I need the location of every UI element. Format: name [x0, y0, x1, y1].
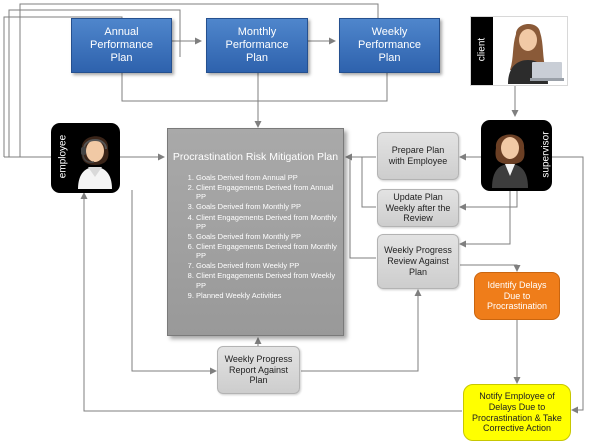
client-label: client: [476, 37, 488, 62]
weekly-report-label: Weekly Progress Report Against Plan: [224, 353, 293, 386]
employee-headset-icon: [78, 136, 112, 189]
notify-employee-label: Notify Employee of Delays Due to Procras…: [472, 390, 562, 434]
mitigation-item: Goals Derived from Annual PP: [196, 173, 337, 182]
mitigation-plan-title: Procrastination Risk Mitigation Plan: [172, 151, 339, 163]
weekly-review-label: Weekly Progress Review Against Plan: [384, 245, 452, 277]
mitigation-item: Client Engagements Derived from Annual P…: [196, 183, 337, 201]
update-plan-box: Update Plan Weekly after the Review: [377, 189, 459, 227]
mitigation-item: Goals Derived from Monthly PP: [196, 202, 337, 211]
annual-feed: [121, 72, 258, 102]
update-rail: [361, 157, 376, 208]
frame-outer: [19, 3, 379, 157]
supervisor-label: supervisor: [540, 131, 552, 178]
identify-delays-label: Identify Delays Due to Procrastination: [486, 279, 548, 312]
client-avatar-icon: [494, 18, 566, 84]
identify-delays-box: Identify Delays Due to Procrastination: [474, 272, 560, 320]
mitigation-item: Goals Derived from Monthly PP: [196, 232, 337, 241]
mitigation-plan-box: Procrastination Risk Mitigation Plan Goa…: [167, 128, 344, 336]
supervisor-to-review: [459, 190, 511, 248]
annual-plan-label: Annual Performance Plan: [90, 25, 153, 65]
supervisor-person-icon: [492, 134, 528, 188]
supervisor-avatar: supervisor: [481, 120, 552, 191]
review-to-identify: [460, 264, 521, 272]
mitigation-item-list: Goals Derived from Annual PP Client Enga…: [168, 173, 343, 300]
weekly-plan-box: Weekly Performance Plan: [339, 18, 440, 73]
employee-label: employee: [57, 134, 69, 179]
weekly-review-box: Weekly Progress Review Against Plan: [377, 234, 459, 289]
supervisor-to-notify: [552, 156, 584, 414]
monthly-plan-label: Monthly Performance Plan: [225, 25, 289, 65]
prepare-plan-box: Prepare Plan with Employee: [377, 132, 459, 180]
mitigation-item: Client Engagements Derived from Monthly …: [196, 213, 337, 231]
client-label-strip: [471, 17, 493, 85]
notify-employee-box: Notify Employee of Delays Due to Procras…: [463, 384, 571, 441]
annual-plan-box: Annual Performance Plan: [71, 18, 172, 73]
supervisor-to-update: [459, 190, 518, 211]
update-plan-label: Update Plan Weekly after the Review: [385, 191, 451, 224]
mitigation-item: Planned Weekly Activities: [196, 291, 337, 300]
report-to-review: [301, 289, 422, 372]
mitigation-item: Goals Derived from Weekly PP: [196, 261, 337, 270]
review-rail: [349, 157, 376, 259]
monthly-plan-box: Monthly Performance Plan: [206, 18, 308, 73]
employee-avatar: employee: [51, 123, 120, 193]
frame-middle: [8, 9, 181, 157]
mitigation-item: Client Engagements Derived from Weekly P…: [196, 271, 337, 289]
weekly-plan-label: Weekly Performance Plan: [358, 25, 421, 65]
client-card: client: [470, 16, 568, 86]
weekly-feed: [258, 72, 388, 102]
prepare-plan-label: Prepare Plan with Employee: [388, 145, 448, 166]
notify-to-employee: [80, 192, 462, 412]
weekly-report-box: Weekly Progress Report Against Plan: [217, 346, 300, 394]
employee-to-report: [131, 190, 217, 375]
mitigation-item: Client Engagements Derived from Monthly …: [196, 242, 337, 260]
